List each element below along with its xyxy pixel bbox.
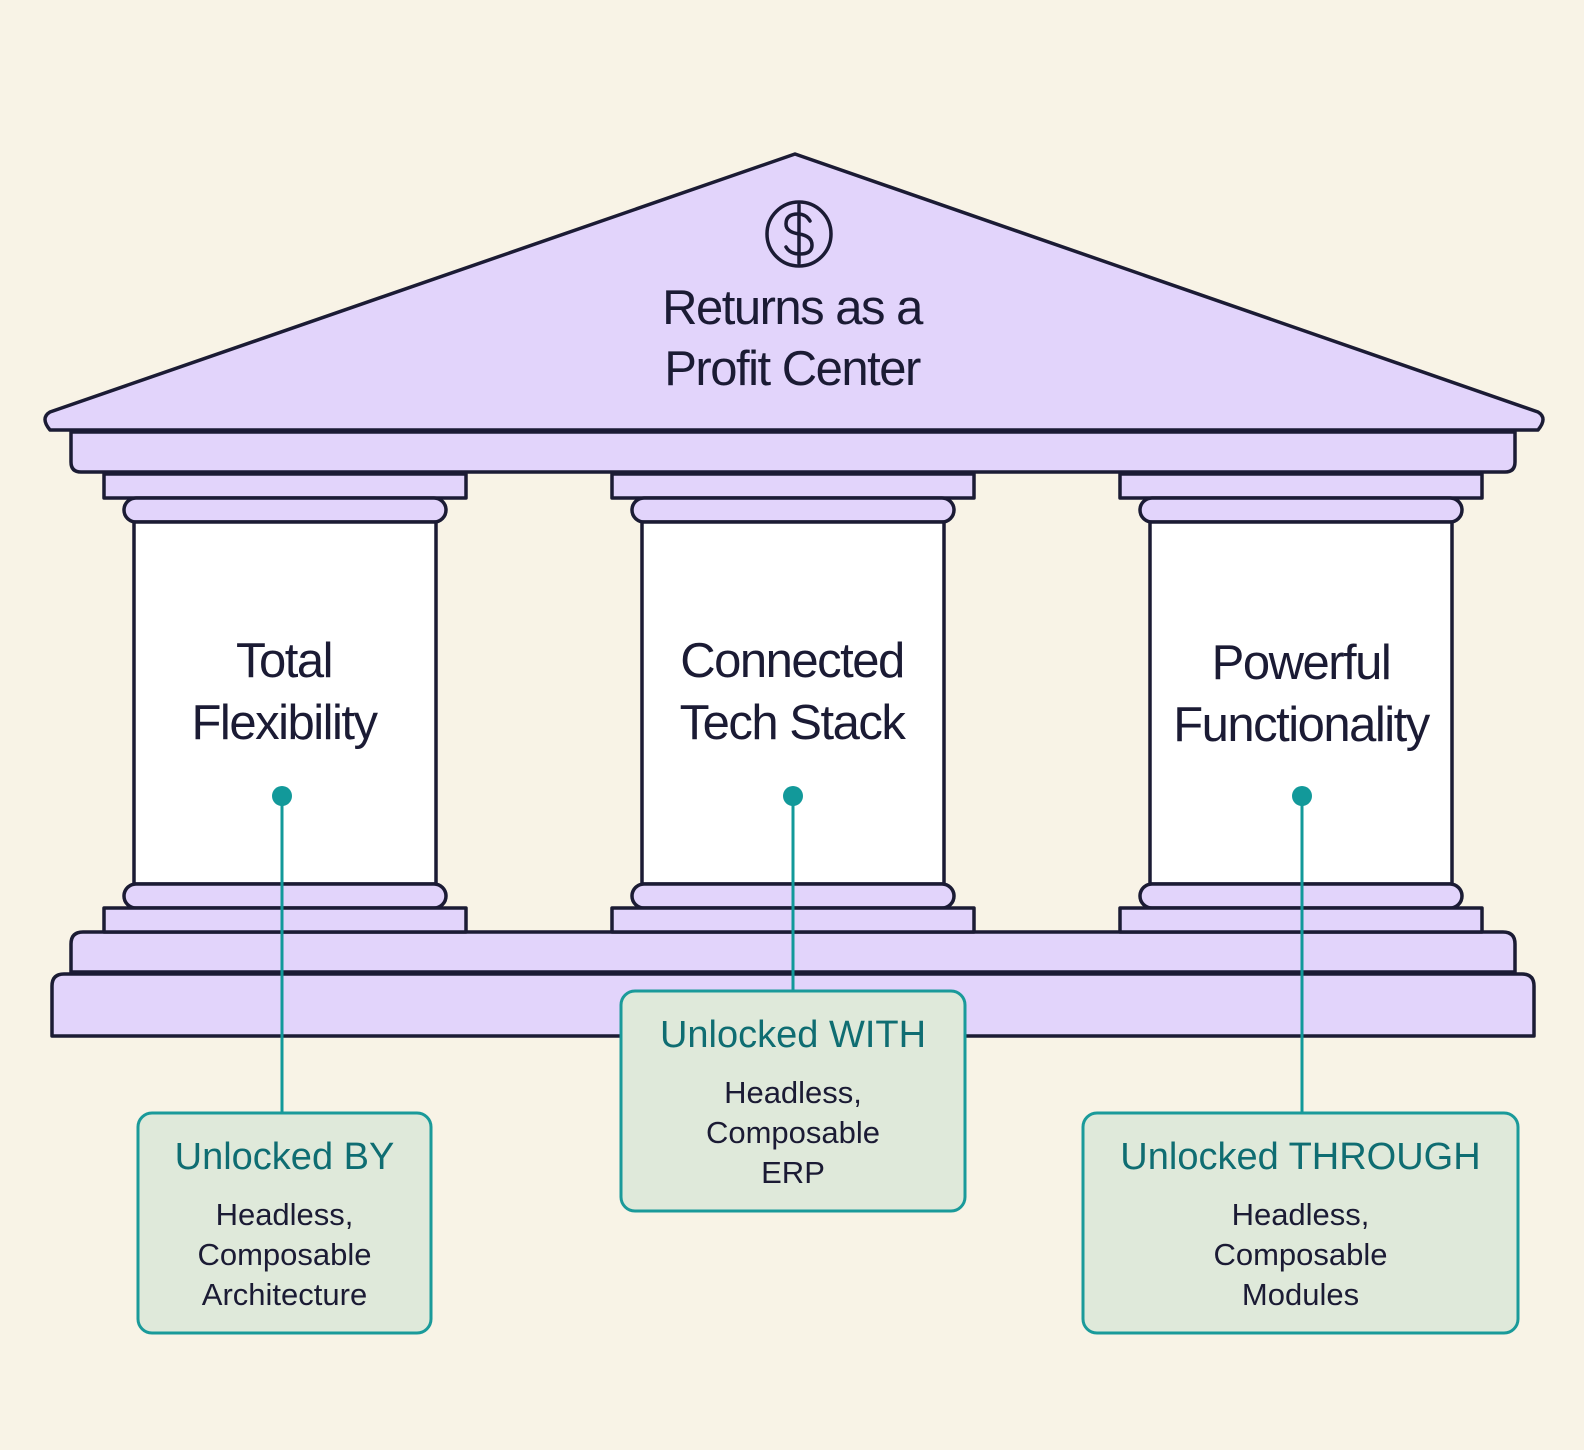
pillar-capital-plinth [102,472,468,500]
pillar-title-total-flexibility: Total Flexibility [134,630,434,754]
callout-body-line: Architecture [201,1277,368,1312]
roof-title-line: Returns as a [662,281,923,335]
callout-body-line: Headless, [1231,1197,1370,1232]
callout-body: Headless, Composable Modules [1083,1195,1518,1315]
callout-box [136,1111,433,1335]
callout-body-line: Composable [705,1115,881,1150]
dollar-circle-icon [765,200,833,268]
pillar-title-line: Total [235,634,334,688]
callout-heading: Unlocked THROUGH [1120,1136,1481,1178]
pillar-capital [630,496,956,524]
callout-heading: Unlocked WITH [659,1014,927,1056]
roof-title-line: Profit Center [664,342,921,396]
roof-title: Returns as a Profit Center [592,278,992,400]
pillar-capital [1138,496,1464,524]
pillar-capital-plinth [610,472,976,500]
pillar-base [122,882,448,910]
roof-pediment [43,152,1545,432]
connector-dot [783,786,803,806]
connector-dot [1292,786,1312,806]
callout-body-line: Composable [1213,1237,1388,1272]
pillar-title-line: Connected [680,634,905,688]
callout-box [1081,1111,1520,1335]
pillar-title-line: Flexibility [191,696,378,750]
entablature [69,430,1517,474]
callout-body: Headless, Composable ERP [621,1073,965,1193]
callout-body: Headless, Composable Architecture [138,1195,431,1315]
pillar-base-plinth [102,906,468,934]
connector-dot [272,786,292,806]
callout-body-line: Modules [1241,1277,1360,1312]
pillar-shaft [132,520,438,886]
callout-box [619,989,967,1213]
pillar-capital [122,496,448,524]
pillar-title-line: Functionality [1173,698,1430,752]
pillar-title-connected-tech-stack: Connected Tech Stack [642,630,942,754]
pillar-title-powerful-functionality: Powerful Functionality [1126,632,1476,756]
callout-body-line: Headless, [724,1075,862,1110]
pillar-title-line: Powerful [1211,636,1392,690]
callout-body-line: ERP [761,1155,825,1190]
callout-body-line: Composable [197,1237,372,1272]
pillar-capital-plinth [1118,472,1484,500]
pillar-title-line: Tech Stack [679,696,906,750]
callout-heading: Unlocked BY [174,1136,395,1178]
callout-body-line: Headless, [215,1197,354,1232]
